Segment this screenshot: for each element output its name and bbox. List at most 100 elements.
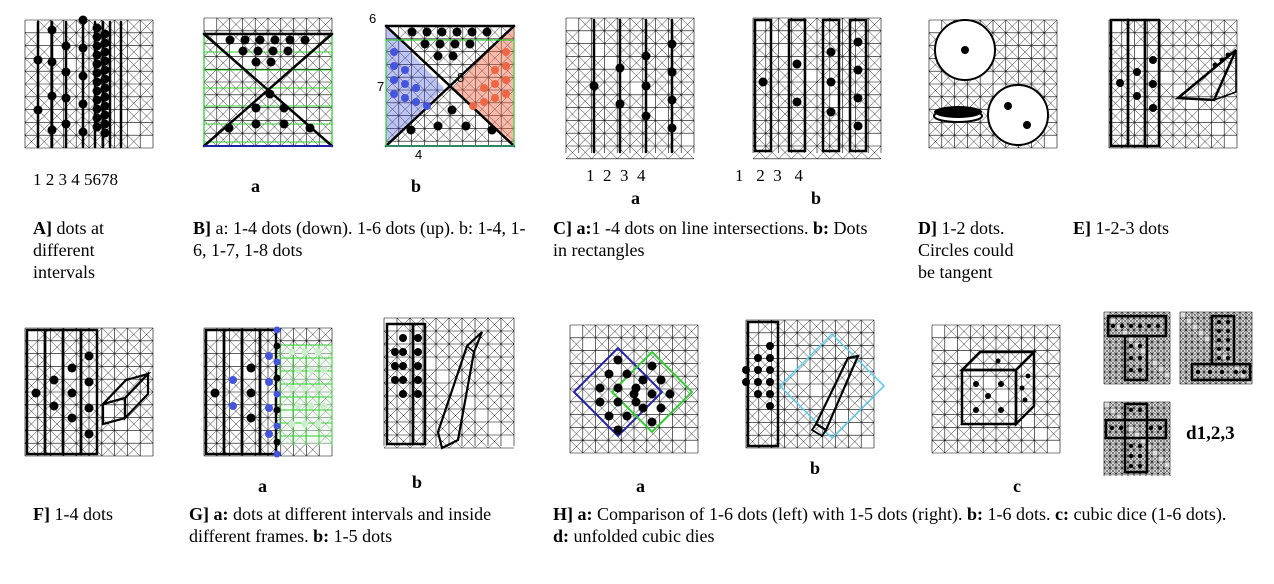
grid-diagonal [501,128,515,142]
grid-diagonal [1203,341,1211,349]
dot [754,366,762,374]
dot [210,388,220,398]
grid-diagonal [1151,443,1159,451]
dot [1195,369,1201,375]
panel-a-caption: A] dots at different intervals [33,217,153,283]
grid-diagonal [1031,19,1045,33]
dot [622,411,632,421]
grid-diagonal [114,443,128,457]
dot [414,390,422,398]
grid-diagonal [565,120,579,134]
dot [301,384,309,392]
grid-diagonal [565,145,579,159]
grid-diagonal [140,340,154,354]
grid-diagonal [578,120,592,134]
grid-diagonal [1224,83,1238,97]
grid-diagonal [681,43,695,57]
grid-diagonal [944,324,958,338]
grid-diagonal [868,17,882,31]
grid-diagonal [604,17,618,31]
dot [273,342,281,350]
grid-diagonal [992,71,1006,85]
grid-diagonal [461,330,476,345]
dot [491,80,499,88]
grid-diagonal [941,135,955,149]
grid-diagonal [501,64,515,78]
grid-diagonal [1197,311,1205,319]
grid-diagonal [127,96,141,110]
grid-diagonal [127,379,141,393]
dot [305,123,315,133]
dot [399,362,407,370]
grid-diagonal [267,69,281,83]
grid-diagonal [1185,323,1193,331]
grid-diagonal [140,353,154,367]
grid-diagonal [1215,365,1223,373]
grid-diagonal [474,421,489,436]
grid-diagonal [668,81,682,95]
grid-diagonal [672,401,686,415]
grid-diagonal [462,128,476,142]
grid-diagonal [500,317,515,332]
grid-diagonal [931,337,945,351]
grid-diagonal [1109,353,1117,361]
grid-diagonal [983,401,997,415]
dot [1225,319,1231,325]
edge-label-top: 6 [369,11,376,26]
grid-diagonal [475,38,489,52]
grid-diagonal [1044,122,1058,136]
dot [1146,323,1152,329]
dot [826,107,836,117]
frame-line [457,351,475,441]
dot [450,39,460,49]
grid-diagonal [995,324,1009,338]
grid-diagonal [1115,461,1123,469]
grid-diagonal [411,64,425,78]
dot [641,111,651,121]
dot [491,66,499,74]
panel-e-caption: E] 1-2-3 dots [1073,217,1263,239]
grid-diagonal [1172,32,1186,46]
grid-diagonal [1151,407,1159,415]
grid-diagonal [203,43,217,57]
dot [1128,443,1134,449]
grid-diagonal [1021,324,1035,338]
grid-diagonal [1031,58,1045,72]
grid-diagonal [1151,401,1159,409]
grid-diagonal [306,94,320,108]
grid-diagonal [608,376,622,390]
dot [973,407,979,413]
grid-diagonal [1133,317,1141,325]
grid-diagonal [461,421,476,436]
dot [273,438,281,446]
grid-diagonal [1133,449,1141,457]
grid-diagonal [970,324,984,338]
grid-diagonal [1127,371,1135,379]
grid-diagonal [229,17,243,31]
grid-diagonal [242,69,256,83]
grid-diagonal [1047,414,1061,428]
grid-diagonal [1191,317,1199,325]
dot [792,97,802,107]
grid-diagonal [791,145,805,159]
grid-diagonal [848,332,862,346]
grid-diagonal [970,337,984,351]
grid-diagonal [424,38,438,52]
grid-diagonal [140,391,154,405]
dot [100,101,110,111]
grid-diagonal [659,440,673,454]
grid-diagonal [1185,359,1193,367]
dot [465,39,475,49]
dot [1216,355,1222,361]
dot [766,390,774,398]
dot [1128,453,1134,459]
grid-diagonal [319,43,333,57]
grid-diagonal [1103,353,1111,361]
grid-diagonal [127,109,141,123]
dot [270,35,280,45]
grid-diagonal [804,107,818,121]
panel-h-c-grid [931,324,1061,454]
grid-diagonal [967,135,981,149]
grid-diagonal [931,427,945,441]
panel-e-caption-text: 1-2-3 dots [1091,218,1170,238]
